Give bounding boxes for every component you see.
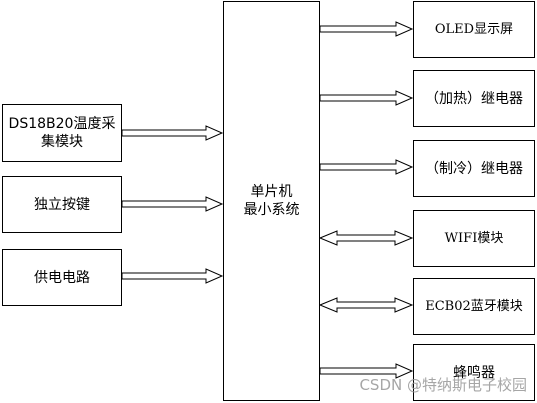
arrow-mcu-to-oled	[319, 21, 414, 37]
mcu-block: 单片机 最小系统	[223, 1, 320, 401]
output-block-wifi: WIFI模块	[413, 210, 535, 267]
cool-relay-label: （制冷）继电器	[425, 160, 523, 177]
keys-label: 独立按键	[34, 196, 90, 213]
arrow-mcu-ble-bidir	[318, 297, 414, 313]
arrow-mcu-to-buzzer	[319, 363, 414, 379]
heat-relay-label: （加热）继电器	[425, 90, 523, 107]
arrow-temp-to-mcu	[121, 125, 224, 141]
input-block-temp-sensor: DS18B20温度采 集模块	[2, 104, 122, 162]
arrow-mcu-to-cool-relay	[319, 159, 414, 175]
buzzer-label: 蜂鸣器	[453, 364, 495, 381]
output-block-buzzer: 蜂鸣器	[413, 344, 535, 401]
mcu-label-line2: 最小系统	[243, 202, 300, 218]
ble-label: ECB02蓝牙模块	[425, 298, 523, 314]
watermark: CSDN @特纳斯电子校园	[359, 376, 527, 394]
arrow-mcu-wifi-bidir	[318, 230, 414, 246]
output-block-cool-relay: （制冷）继电器	[413, 140, 535, 197]
output-block-ble: ECB02蓝牙模块	[413, 278, 535, 335]
arrow-power-to-mcu	[121, 268, 224, 284]
input-block-keys: 独立按键	[2, 176, 122, 233]
power-label: 供电电路	[34, 269, 90, 286]
wifi-label: WIFI模块	[444, 230, 504, 246]
temp-sensor-label-line1: DS18B20温度采	[8, 116, 116, 132]
arrow-keys-to-mcu	[121, 196, 224, 212]
input-block-power: 供电电路	[2, 249, 122, 306]
mcu-label-line1: 单片机	[250, 184, 293, 200]
arrow-mcu-to-heat-relay	[319, 90, 414, 106]
output-block-heat-relay: （加热）继电器	[413, 70, 535, 127]
temp-sensor-label-line2: 集模块	[41, 134, 83, 150]
oled-label: OLED显示屏	[434, 21, 514, 37]
output-block-oled: OLED显示屏	[413, 1, 535, 58]
